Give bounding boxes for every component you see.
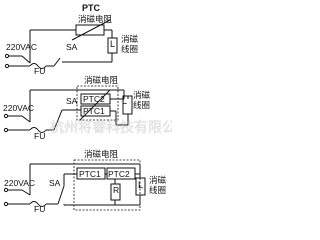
voltage-label: 220VAC [3, 103, 34, 113]
ptc-package-outline [76, 85, 119, 121]
degaussing-resistor-label: 消磁电阻 [84, 149, 119, 160]
coil-name-line1: 消磁 [149, 175, 167, 186]
ptc1-label: PTC1 [83, 106, 105, 116]
terminal [3, 113, 9, 119]
switch-label: SA [66, 42, 78, 52]
coil-label: L [138, 180, 143, 190]
coil-name-line2: 线圈 [149, 185, 166, 196]
fuse-label: FU [34, 204, 45, 214]
resistor-r-label: R [113, 185, 119, 195]
fuse-label: FU [34, 66, 45, 76]
fuse-symbol [29, 127, 47, 133]
circuit-2: 消磁电阻 PTC2 PTC1 220VAC SA L 消磁 线圈 FU [3, 75, 151, 141]
switch-label: SA [66, 96, 78, 106]
degaussing-resistor-label: 消磁电阻 [78, 14, 113, 25]
switch-sa-symbol [53, 57, 61, 67]
ptc-degaussing-circuit-diagrams: PTC 消磁电阻 220VAC SA L 消磁 线圈 FU 消磁电阻 PTC [0, 0, 172, 218]
ptc2-label: PTC2 [108, 169, 130, 179]
terminal [4, 53, 10, 59]
ptc-package-outline [73, 159, 141, 211]
fuse-label: FU [34, 131, 45, 141]
degaussing-resistor-label: 消磁电阻 [84, 75, 119, 86]
coil-name-line2: 线圈 [121, 44, 138, 55]
coil-label: L [122, 96, 127, 106]
fuse-symbol [29, 63, 47, 69]
switch-label: SA [49, 178, 61, 188]
coil-name-line1: 消磁 [133, 90, 151, 101]
ptc-label: PTC [82, 3, 101, 13]
coil-name-line2: 线圈 [133, 100, 150, 111]
coil-label: L [110, 39, 115, 49]
ptc-diagonal-mark [79, 89, 111, 121]
terminal [3, 127, 9, 133]
fuse-symbol [29, 201, 47, 207]
terminal [3, 201, 9, 207]
terminal [4, 63, 10, 69]
circuit-1: PTC 消磁电阻 220VAC SA L 消磁 线圈 FU [4, 3, 139, 76]
switch-sa-symbol [53, 109, 63, 131]
voltage-label: 220VAC [4, 178, 35, 188]
coil-name-line1: 消磁 [121, 34, 139, 45]
diagram-canvas: PTC 消磁电阻 220VAC SA L 消磁 线圈 FU 消磁电阻 PTC [3, 3, 172, 214]
switch-sa-symbol [57, 185, 65, 205]
watermark-text: 杭州将睿科技有限公司 [50, 119, 172, 136]
circuit-3: 消磁电阻 220VAC SA PTC1 PTC2 R L 消磁 线圈 FU [3, 149, 167, 214]
ptc1-label: PTC1 [79, 169, 101, 179]
voltage-label: 220VAC [6, 42, 37, 52]
ptc2-label: PTC2 [83, 94, 105, 104]
ptc-diagonal-mark [71, 19, 111, 41]
terminal [3, 187, 9, 193]
